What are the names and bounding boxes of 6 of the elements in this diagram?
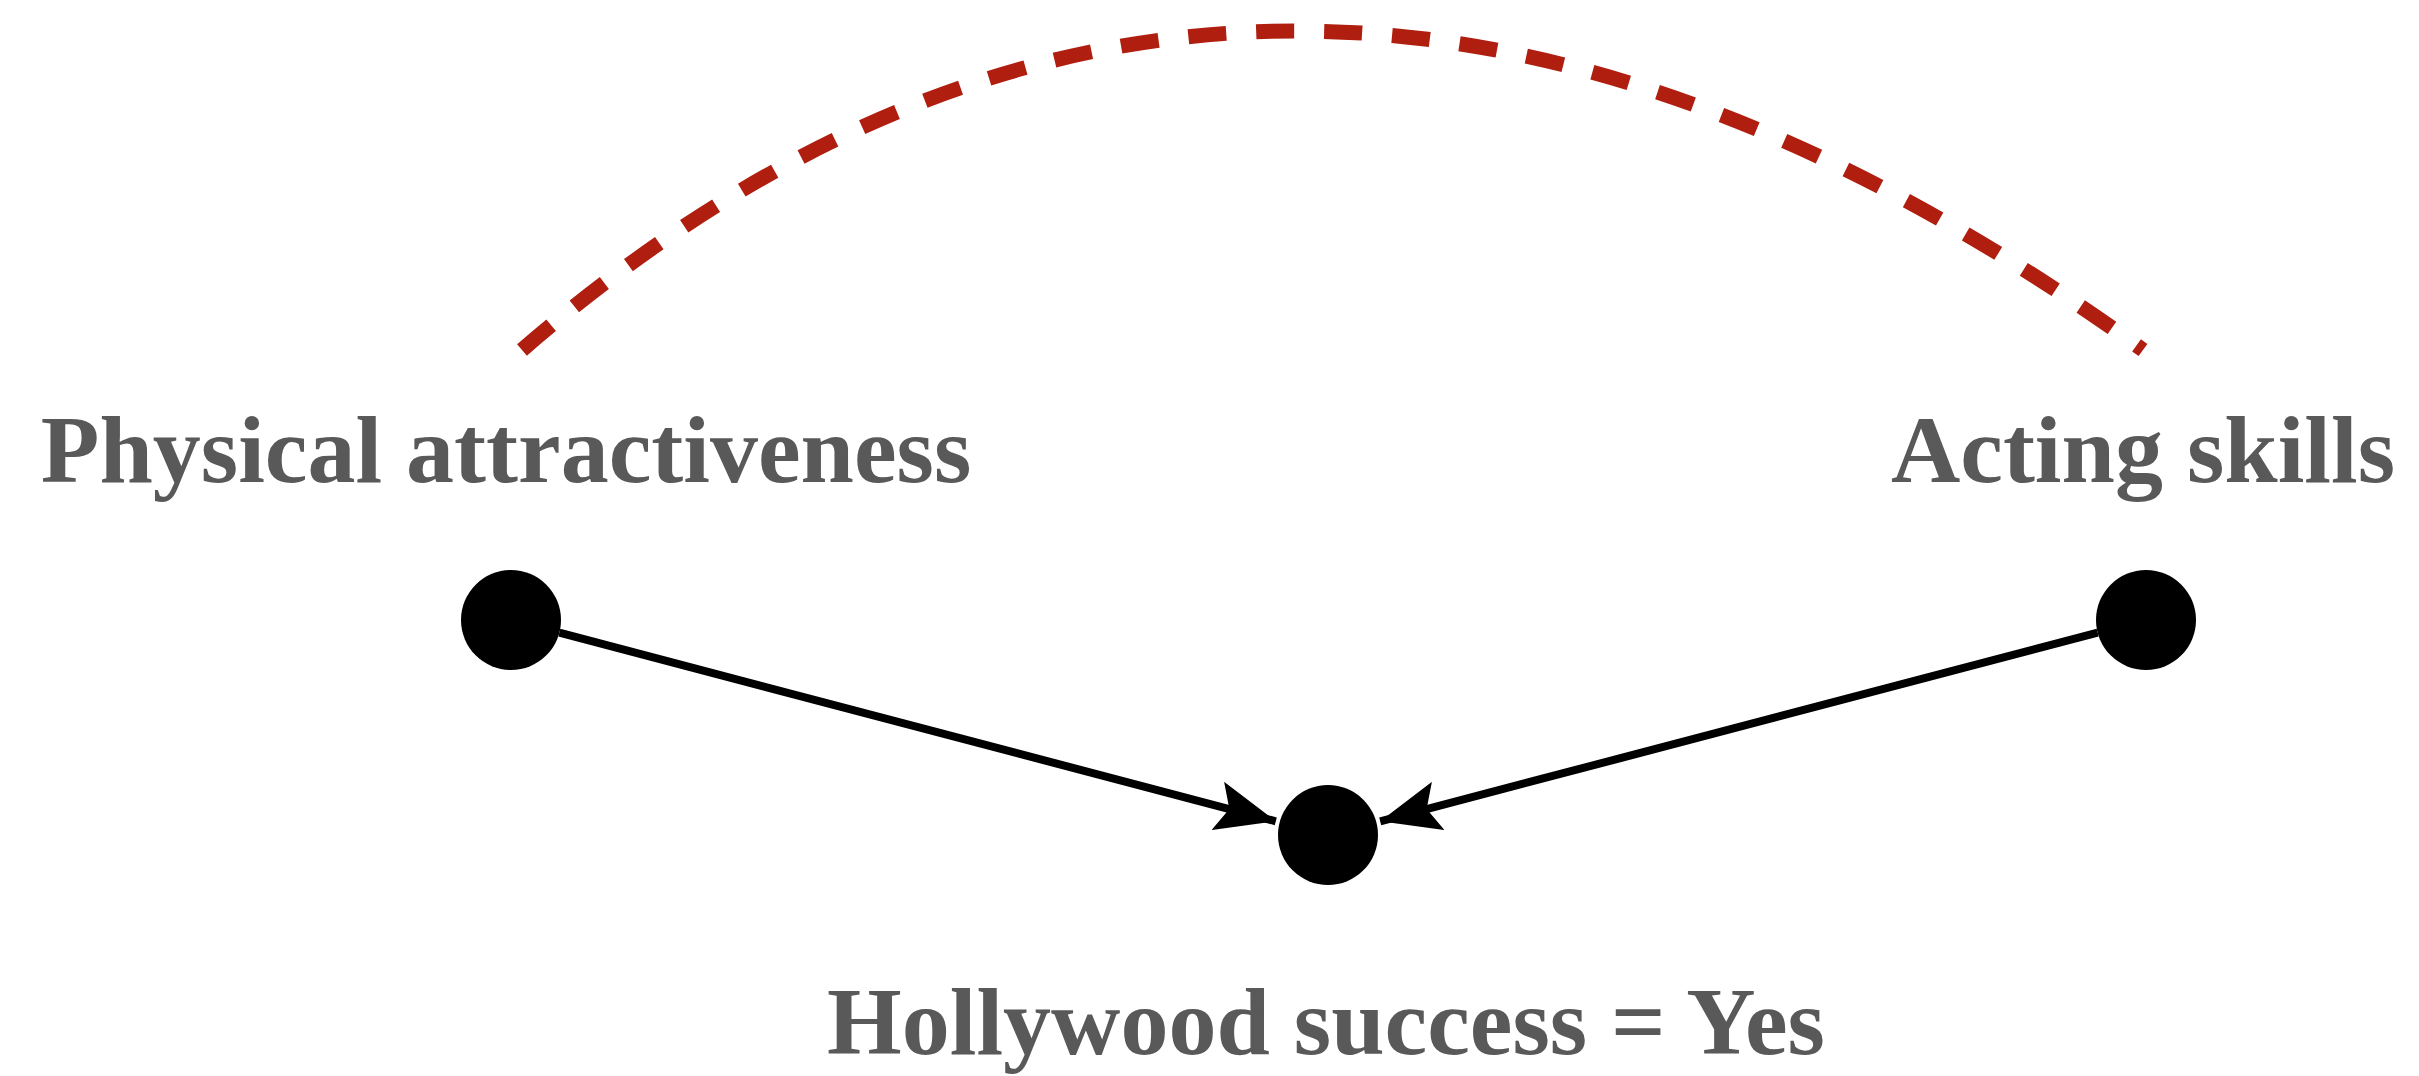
arrow <box>1379 628 2099 831</box>
node-label: Physical attractiveness <box>39 400 973 500</box>
node-label: Acting skills <box>1889 400 2397 500</box>
arrow <box>558 628 1277 831</box>
node-label: Hollywood success = Yes <box>826 972 1826 1072</box>
dashed-arc <box>517 23 2148 357</box>
